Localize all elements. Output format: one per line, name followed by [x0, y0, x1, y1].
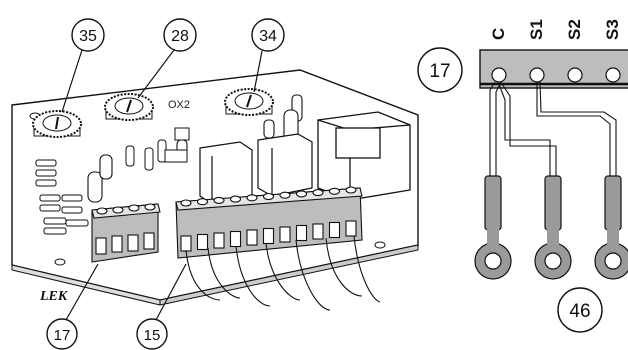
terminal-screw-c[interactable]: [491, 67, 507, 83]
terminal-screw[interactable]: [180, 199, 192, 207]
callout-46: 46: [557, 287, 603, 333]
svg-text:17: 17: [54, 327, 71, 344]
svg-text:35: 35: [79, 28, 97, 45]
terminal-screw[interactable]: [246, 194, 258, 202]
terminal-block-large: [175, 186, 363, 259]
terminal-screw[interactable]: [229, 195, 242, 203]
brand-mark: LEK: [39, 289, 69, 304]
terminal-screw-s3[interactable]: [605, 67, 621, 83]
cable-lug-1: [474, 175, 512, 280]
terminal-screw[interactable]: [262, 192, 275, 201]
small-components: [125, 127, 190, 171]
terminal-label-s1: S1: [527, 19, 546, 40]
terminal-detail: C S1 S2 S3: [417, 19, 628, 333]
terminal-screw-s1[interactable]: [529, 67, 545, 83]
terminal-label-s2: S2: [565, 19, 584, 40]
terminal-labels: C S1 S2 S3: [489, 19, 622, 40]
potentiometer-left[interactable]: [32, 110, 82, 138]
terminal-port[interactable]: [279, 226, 291, 243]
terminal-port[interactable]: [213, 232, 225, 249]
callout-17-detail: 17: [417, 47, 463, 93]
cable-lug-3: [594, 175, 628, 280]
svg-text:46: 46: [569, 301, 590, 322]
callout-28: 28: [137, 18, 197, 99]
potentiometer-right[interactable]: [224, 88, 274, 116]
resistor-array: [35, 159, 89, 235]
detail-wires: [489, 81, 617, 176]
svg-text:34: 34: [259, 28, 277, 45]
callout-35: 35: [61, 18, 105, 113]
svg-text:28: 28: [171, 28, 189, 45]
terminal-screw[interactable]: [328, 187, 341, 195]
cable-lug-2: [534, 175, 572, 280]
relay-blocks: [199, 133, 313, 205]
terminal-screw[interactable]: [345, 186, 357, 194]
terminal-label-s3: S3: [603, 19, 622, 40]
terminal-strip: [479, 49, 628, 89]
terminal-port[interactable]: [312, 223, 324, 240]
terminal-port[interactable]: [262, 227, 275, 245]
terminal-screw[interactable]: [312, 189, 324, 197]
callout-17-board: 17: [46, 263, 99, 350]
svg-text:17: 17: [429, 61, 450, 82]
terminal-block-small: [91, 203, 161, 263]
terminal-port[interactable]: [328, 221, 341, 239]
transformer: [317, 111, 411, 201]
terminal-port[interactable]: [180, 235, 192, 252]
module-code-label: OX2: [168, 99, 190, 111]
terminal-port[interactable]: [345, 220, 357, 237]
svg-text:15: 15: [144, 327, 161, 344]
terminal-screw[interactable]: [295, 190, 308, 198]
output-wires: [185, 235, 381, 311]
terminal-screw[interactable]: [196, 198, 209, 206]
terminal-screw-s2[interactable]: [567, 67, 583, 83]
terminal-port[interactable]: [246, 229, 258, 246]
circuit-board: OX2: [11, 69, 419, 311]
callout-34: 34: [251, 18, 285, 93]
callout-15: 15: [136, 263, 187, 350]
terminal-screw[interactable]: [213, 196, 225, 204]
terminal-port[interactable]: [229, 230, 242, 248]
terminal-label-c: C: [489, 28, 508, 40]
potentiometer-middle[interactable]: [104, 93, 154, 121]
terminal-port[interactable]: [295, 224, 308, 242]
terminal-screw[interactable]: [279, 191, 291, 199]
terminal-port[interactable]: [196, 233, 209, 251]
